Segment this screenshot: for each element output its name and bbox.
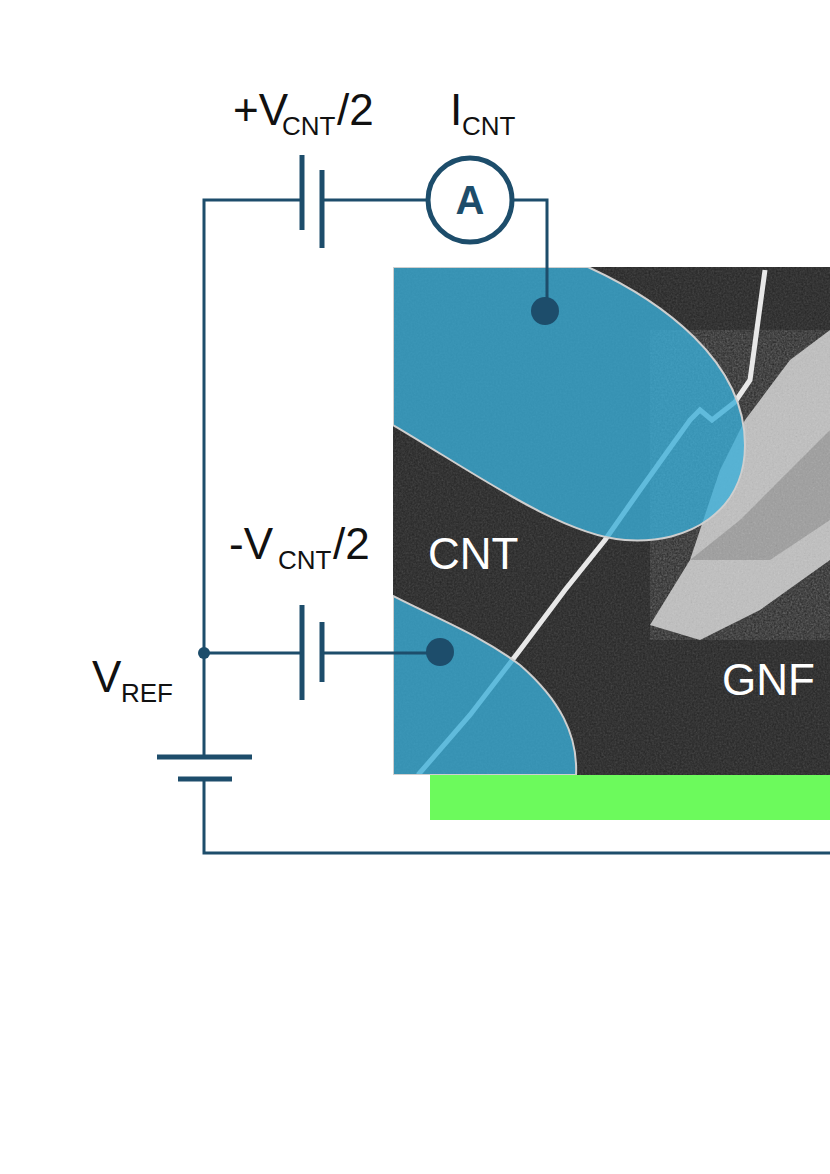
subscript: CNT	[278, 547, 331, 573]
voltage-symbol: V	[92, 655, 121, 699]
image-label: CNT	[428, 532, 518, 576]
junction-dot	[198, 647, 210, 659]
contact-dot	[531, 297, 559, 325]
contact-dot	[426, 638, 454, 666]
afm-image	[393, 267, 830, 775]
current-symbol: I	[450, 88, 462, 132]
ammeter-circle: A	[427, 157, 513, 243]
wires	[204, 200, 830, 853]
green-bar	[430, 775, 830, 820]
ammeter-letter: A	[456, 180, 485, 220]
voltage-symbol: -V	[229, 522, 273, 566]
voltage-symbol: +V	[233, 88, 288, 132]
subscript: REF	[121, 680, 173, 706]
battery-symbols	[157, 155, 322, 779]
subscript: CNT	[462, 113, 515, 139]
image-label: GNF	[722, 658, 815, 702]
subscript: CNT	[282, 113, 335, 139]
fraction: /2	[333, 522, 370, 566]
fraction: /2	[337, 88, 374, 132]
